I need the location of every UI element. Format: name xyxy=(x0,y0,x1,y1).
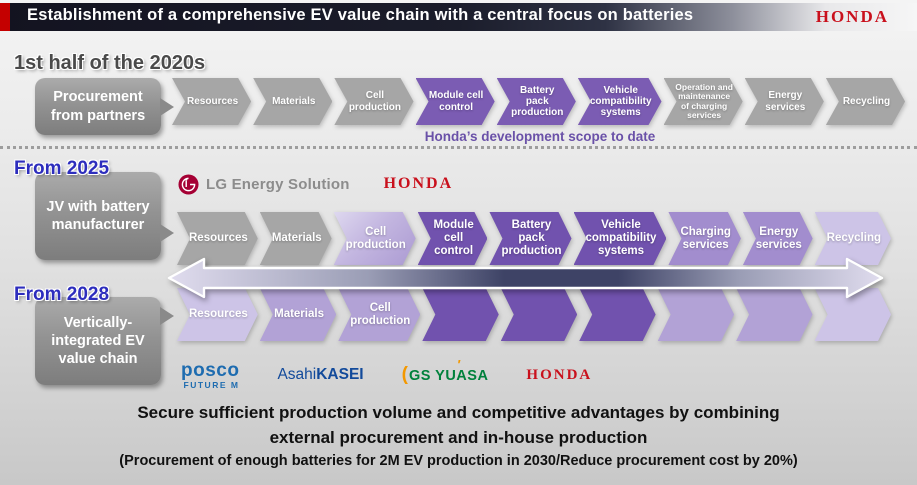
chevron-label: Resources xyxy=(189,308,248,321)
chevron-label: Energy services xyxy=(765,90,806,113)
phase3-box: Vertically-integrated EV value chain xyxy=(35,297,174,385)
phase2-box-label: JV with battery manufacturer xyxy=(46,198,150,233)
chevron-energy-services: Energy services xyxy=(745,78,824,125)
phase2-heading: From 2025 xyxy=(14,158,110,179)
chevron-recycling: Recycling xyxy=(826,78,905,125)
chevron-label: Operation and maintenance of charging se… xyxy=(675,82,733,120)
honda-logo-bottom: HONDA xyxy=(526,366,593,383)
chevron-vehicle-compatibility-systems: Vehicle compatibility systems xyxy=(578,78,662,125)
phase1-heading: 1st half of the 2020s xyxy=(14,52,206,74)
footer-line-3: (Procurement of enough batteries for 2M … xyxy=(119,453,798,469)
posco-logo-text: posco xyxy=(181,359,240,381)
chevron-label: Recycling xyxy=(826,232,881,245)
value-chain-row-2020s: Resources Materials Cell production Module … xyxy=(172,78,905,125)
dotted-divider xyxy=(0,146,917,149)
gs-yuasa-logo: ( GS YUASA xyxy=(401,357,489,386)
chevron-label: Battery pack production xyxy=(501,219,562,257)
slide-title: Establishment of a comprehensive EV valu… xyxy=(27,6,694,24)
title-bar xyxy=(0,3,917,31)
value-chain-row-2025: Resources Materials Cell production Module … xyxy=(177,212,891,265)
asahi-kasei-logo: AsahiKASEI xyxy=(277,366,363,384)
value-chain-row-2028: Resources Materials Cell production xyxy=(177,288,891,341)
chevron-label: Vehicle compatibility systems xyxy=(589,84,652,119)
chevron-label: Materials xyxy=(272,95,316,107)
phase2-box: JV with battery manufacturer xyxy=(35,172,174,260)
honda-logo-top: HONDA xyxy=(815,7,889,26)
kasei-logo-text: KASEI xyxy=(316,366,364,383)
lg-circle-icon xyxy=(178,173,199,195)
chevron-resources: Resources xyxy=(172,78,251,125)
chevron-label: Resources xyxy=(189,232,248,245)
chevron-materials: Materials xyxy=(253,78,332,125)
chevron-label: Charging services xyxy=(680,225,731,251)
chevron-label: Module cell control xyxy=(433,219,474,257)
footer-line-1: Secure sufficient production volume and … xyxy=(137,403,780,422)
chevron-label: Cell production xyxy=(345,225,406,251)
phase1-box: Procurement from partners xyxy=(35,78,174,135)
chevron-label: Energy services xyxy=(755,225,802,251)
chevron-cell-production: Cell production xyxy=(334,212,416,265)
posco-future-m-logo: posco FUTURE M xyxy=(181,361,239,390)
chevron-resources: Resources xyxy=(177,288,258,341)
chevron-battery-pack-production: Battery pack production xyxy=(497,78,576,125)
chevron-resources: Resources xyxy=(177,212,258,265)
chevron-label: Battery pack production xyxy=(511,84,564,119)
phase3-partner-logos: posco FUTURE M AsahiKASEI ( GS YUASA HON… xyxy=(181,357,592,393)
phase2-partner-logos: LG Energy Solution HONDA xyxy=(178,171,453,197)
box-arrow-tail xyxy=(160,307,174,325)
phase3-heading: From 2028 xyxy=(14,284,110,305)
chevron-label: Materials xyxy=(271,232,322,245)
chevron-cell-production: Cell production xyxy=(338,288,420,341)
phase1-box-label: Procurement from partners xyxy=(50,89,146,124)
honda-logo-mid: HONDA xyxy=(383,175,454,192)
chevron-label: Materials xyxy=(274,308,324,321)
honda-scope-caption: Honda’s development scope to date xyxy=(424,129,656,144)
lg-logo-text: LG Energy Solution xyxy=(206,175,350,193)
chevron-label: Module cell control xyxy=(428,90,484,113)
red-accent-bar xyxy=(0,3,10,31)
chevron-label: Cell production xyxy=(348,90,402,113)
phase3-box-label: Vertically-integrated EV value chain xyxy=(51,314,145,368)
lg-energy-solution-logo: LG Energy Solution xyxy=(178,173,350,195)
chevron-label: Cell production xyxy=(350,301,411,327)
chevron-vehicle-compatibility-systems: Vehicle compatibility systems xyxy=(574,212,667,265)
posco-logo-subtext: FUTURE M xyxy=(183,379,240,390)
footer-line-2: external procurement and in-house produc… xyxy=(269,428,648,447)
chevron-cell-production: Cell production xyxy=(334,78,413,125)
asahi-logo-text: Asahi xyxy=(277,366,317,383)
chevron-battery-pack-production: Battery pack production xyxy=(489,212,571,265)
box-arrow-tail xyxy=(160,224,174,242)
chevron-label: Vehicle compatibility systems xyxy=(585,219,657,257)
box-arrow-tail xyxy=(160,98,174,116)
chevron-module-cell-control: Module cell control xyxy=(416,78,495,125)
chevron-operation-and-maintenance-of-charging-services: Operation and maintenance of charging se… xyxy=(664,78,743,125)
timeline-double-arrow-icon xyxy=(167,257,884,299)
chevron-label: Resources xyxy=(187,95,239,107)
chevron-charging-services: Charging services xyxy=(668,212,740,265)
chevron-label: Recycling xyxy=(842,95,891,107)
gs-paren-mark: ( xyxy=(401,364,408,385)
gs-yuasa-logo-text: GS YUASA xyxy=(408,368,489,384)
